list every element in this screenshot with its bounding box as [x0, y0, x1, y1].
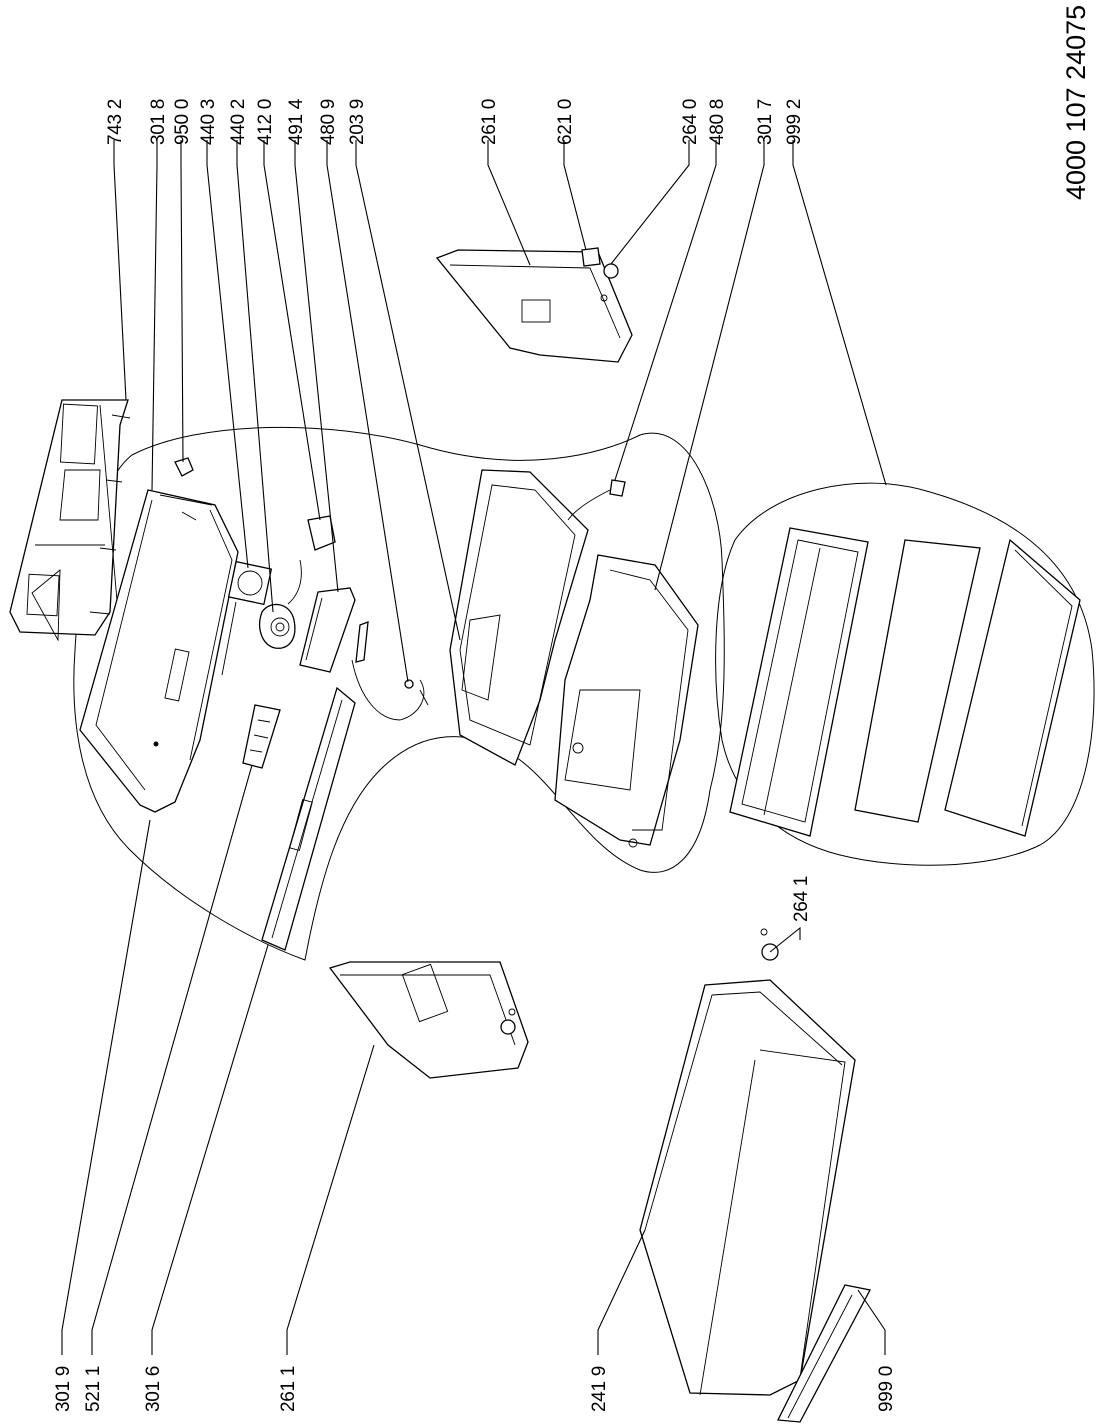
callout-label-3018: 301 8 — [148, 99, 169, 145]
callout-label-2611: 261 1 — [278, 1366, 299, 1412]
part-7432-display-panel — [9, 399, 131, 642]
callout-label-7432: 743 2 — [105, 99, 126, 145]
part-2611-bracket — [328, 961, 529, 1079]
callout-label-9990: 999 0 — [876, 1366, 897, 1412]
part-3017-housing — [554, 554, 699, 848]
part-5211-pcb — [242, 704, 281, 769]
part-2039-tray — [449, 469, 589, 766]
callout-label-4402: 440 2 — [228, 99, 249, 145]
callout-label-4914: 491 4 — [286, 98, 307, 145]
part-4402-motor — [259, 603, 296, 649]
callout-label-4403: 440 3 — [198, 99, 219, 145]
callout-label-2641: 264 1 — [791, 876, 812, 922]
part-9992-shelf-set — [729, 527, 1081, 837]
document-number: 4000 107 24075 — [1061, 5, 1091, 200]
part-6210-switch — [581, 247, 601, 267]
callout-label-3016: 301 6 — [143, 1366, 164, 1412]
callout-label-4120: 412 0 — [255, 99, 276, 145]
part-4914-ballast — [299, 587, 356, 673]
part-2641-knob — [760, 928, 779, 961]
callout-label-2610: 261 0 — [479, 99, 500, 145]
callout-label-2039: 203 9 — [347, 99, 368, 145]
part-2419-drawer — [639, 979, 856, 1396]
part-3016-strip — [261, 686, 356, 951]
part-4403-fan — [221, 560, 273, 676]
callout-label-9500: 950 0 — [172, 99, 193, 145]
part-4809-sensor — [351, 621, 429, 721]
part-4808-connector — [567, 479, 626, 521]
callout-label-3017: 301 7 — [755, 99, 776, 145]
shelf-group-outline — [715, 482, 1095, 866]
callout-label-4809: 480 9 — [318, 99, 339, 145]
callout-label-6210: 621 0 — [555, 99, 576, 145]
callout-label-3019: 301 9 — [53, 1366, 74, 1412]
part-2610-bracket — [435, 249, 633, 363]
leader-lines — [61, 140, 887, 1355]
callout-label-2419: 241 9 — [589, 1366, 610, 1412]
main-assembly-group-outline — [73, 426, 725, 961]
callout-label-2640: 264 0 — [680, 99, 701, 145]
part-3018-cover-assembly — [79, 489, 239, 813]
callout-label-4808: 480 8 — [707, 99, 728, 145]
part-9500-nut — [174, 457, 194, 477]
part-9990-rail — [776, 1284, 871, 1423]
callout-label-9992: 999 2 — [784, 99, 805, 145]
callout-label-5211: 521 1 — [83, 1366, 104, 1412]
part-4120-block — [287, 515, 336, 605]
